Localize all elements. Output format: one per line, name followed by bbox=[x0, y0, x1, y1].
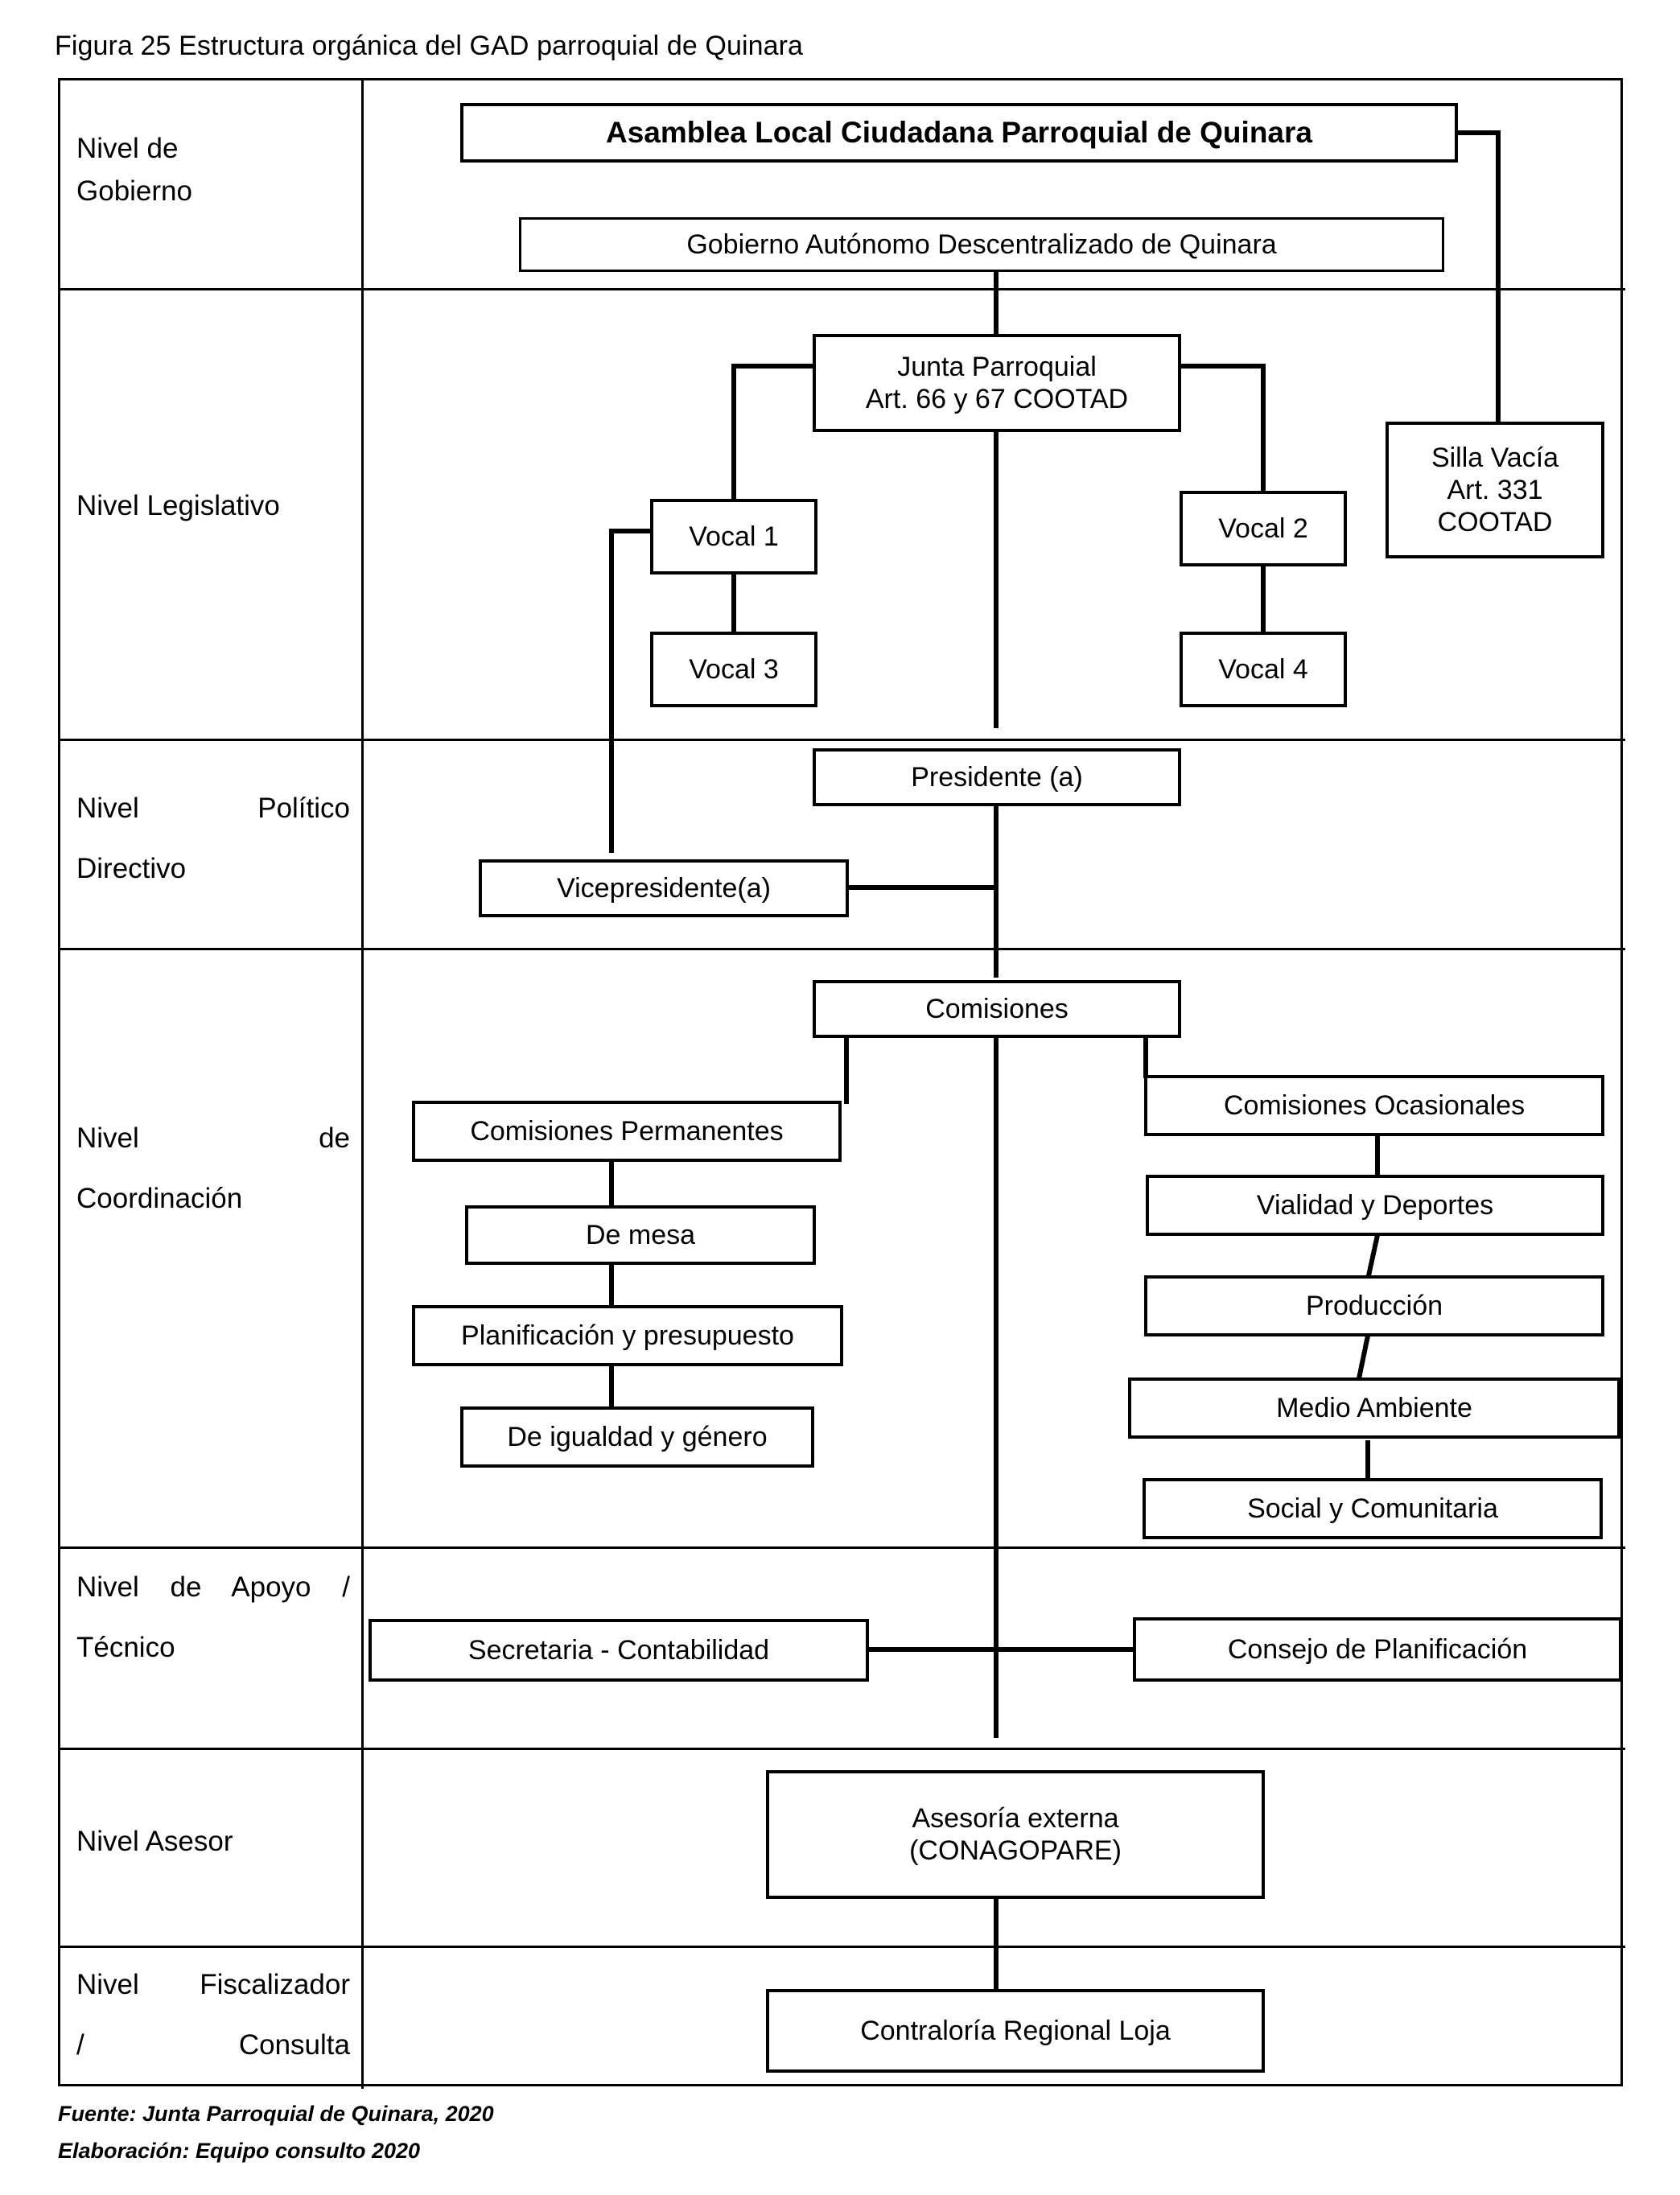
level-label-coordinacion: Nivel de Coordinación bbox=[76, 1117, 350, 1220]
level-fiscalizador-line1: Nivel Fiscalizador bbox=[76, 1969, 350, 2000]
node-de-igualdad-genero[interactable]: De igualdad y género bbox=[460, 1406, 814, 1468]
node-comisiones-ocasionales[interactable]: Comisiones Ocasionales bbox=[1144, 1075, 1604, 1136]
node-vocal-2[interactable]: Vocal 2 bbox=[1180, 491, 1347, 566]
figure-caption: Figura 25 Estructura orgánica del GAD pa… bbox=[55, 31, 804, 61]
level-coordinacion-line2: Coordinación bbox=[76, 1183, 243, 1215]
row-divider-5 bbox=[60, 1748, 1625, 1750]
chart-table-frame: Nivel de Gobierno Nivel Legislativo Nive… bbox=[58, 78, 1625, 2089]
node-contraloria-regional-loja[interactable]: Contraloría Regional Loja bbox=[766, 1989, 1265, 2073]
row-divider-3 bbox=[60, 948, 1625, 950]
row-divider-4 bbox=[60, 1546, 1625, 1549]
level-label-legislativo: Nivel Legislativo bbox=[76, 484, 350, 527]
level-apoyo-line1: Nivel de Apoyo / bbox=[76, 1571, 350, 1603]
node-silla-vacia[interactable]: Silla Vacía Art. 331 COOTAD bbox=[1386, 422, 1604, 558]
level-fiscalizador-line2: / Consulta bbox=[76, 2029, 350, 2061]
level-apoyo-line2: Técnico bbox=[76, 1632, 175, 1664]
level-asesor-line1: Nivel Asesor bbox=[76, 1826, 233, 1857]
row-divider-6 bbox=[60, 1946, 1625, 1948]
node-vocal-1[interactable]: Vocal 1 bbox=[650, 499, 817, 574]
node-vicepresidente[interactable]: Vicepresidente(a) bbox=[479, 859, 849, 917]
node-vialidad-deportes[interactable]: Vialidad y Deportes bbox=[1146, 1175, 1604, 1236]
footer-elaboration: Elaboración: Equipo consulto 2020 bbox=[58, 2139, 421, 2163]
level-column-divider bbox=[361, 80, 364, 2089]
level-coordinacion-line1: Nivel de bbox=[76, 1122, 350, 1154]
node-junta-parroquial[interactable]: Junta Parroquial Art. 66 y 67 COOTAD bbox=[813, 334, 1181, 432]
node-asesoria-externa[interactable]: Asesoría externa (CONAGOPARE) bbox=[766, 1770, 1265, 1899]
node-de-mesa[interactable]: De mesa bbox=[465, 1205, 816, 1265]
node-consejo-planificacion[interactable]: Consejo de Planificación bbox=[1133, 1617, 1622, 1682]
node-comisiones[interactable]: Comisiones bbox=[813, 980, 1181, 1038]
level-label-gobierno: Nivel de Gobierno bbox=[76, 127, 350, 212]
level-label-fiscalizador: Nivel Fiscalizador / Consulta bbox=[76, 1963, 350, 2066]
level-gobierno-line1: Nivel de bbox=[76, 133, 179, 164]
row-divider-1 bbox=[60, 288, 1625, 290]
node-secretaria-contabilidad[interactable]: Secretaria - Contabilidad bbox=[369, 1619, 869, 1682]
node-planificacion-presupuesto[interactable]: Planificación y presupuesto bbox=[412, 1305, 843, 1366]
level-label-politico: Nivel Político Directivo bbox=[76, 787, 350, 890]
level-politico-line1: Nivel Político bbox=[76, 793, 350, 824]
node-asamblea-local-ciudadana[interactable]: Asamblea Local Ciudadana Parroquial de Q… bbox=[460, 103, 1458, 163]
node-vocal-3[interactable]: Vocal 3 bbox=[650, 632, 817, 707]
footer-source: Fuente: Junta Parroquial de Quinara, 202… bbox=[58, 2102, 494, 2126]
node-vocal-4[interactable]: Vocal 4 bbox=[1180, 632, 1347, 707]
node-produccion[interactable]: Producción bbox=[1144, 1275, 1604, 1336]
level-politico-line2: Directivo bbox=[76, 853, 187, 885]
level-label-apoyo: Nivel de Apoyo / Técnico bbox=[76, 1566, 350, 1669]
node-comisiones-permanentes[interactable]: Comisiones Permanentes bbox=[412, 1101, 842, 1162]
row-divider-2 bbox=[60, 739, 1625, 741]
level-label-asesor: Nivel Asesor bbox=[76, 1820, 350, 1863]
node-presidente[interactable]: Presidente (a) bbox=[813, 748, 1181, 806]
node-medio-ambiente[interactable]: Medio Ambiente bbox=[1128, 1378, 1620, 1439]
node-gobierno-autonomo-descentralizado[interactable]: Gobierno Autónomo Descentralizado de Qui… bbox=[519, 217, 1444, 272]
level-legislativo-line1: Nivel Legislativo bbox=[76, 490, 280, 521]
level-gobierno-line2: Gobierno bbox=[76, 175, 192, 208]
node-social-comunitaria[interactable]: Social y Comunitaria bbox=[1143, 1478, 1603, 1539]
